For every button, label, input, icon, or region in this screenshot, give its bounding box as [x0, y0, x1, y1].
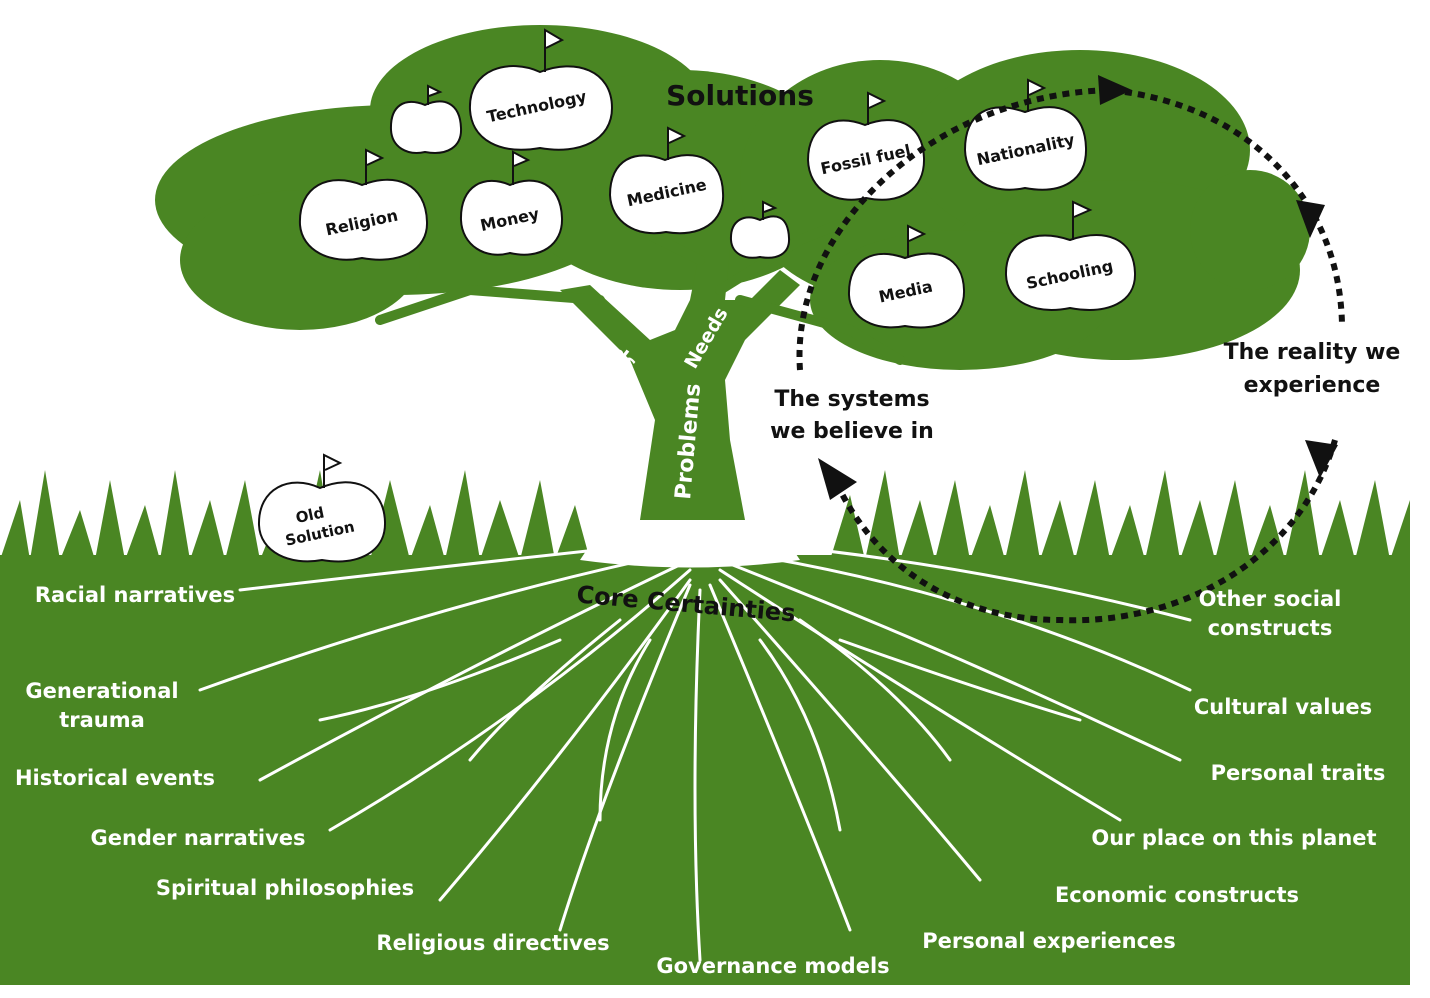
apple-religion: Religion — [298, 148, 429, 261]
stem-icon — [427, 84, 443, 105]
arrow-right-icon — [1098, 75, 1132, 105]
tree-trunk — [560, 250, 800, 520]
systems-line2: we believe in — [770, 419, 934, 444]
root-label: Personal experiences — [922, 929, 1176, 953]
root-label: Economic constructs — [1055, 883, 1299, 907]
stem-icon — [667, 126, 687, 160]
cycle-arrowheads — [818, 75, 1338, 500]
root-label: Our place on this planet — [1091, 826, 1376, 850]
root-label: trauma — [59, 708, 145, 732]
root-label: Cultural values — [1194, 695, 1372, 719]
apple-money: Money — [459, 150, 564, 256]
stem-icon — [907, 224, 927, 258]
root-label: Personal traits — [1211, 761, 1386, 785]
apple-old-solution: Old Solution — [257, 453, 387, 563]
old-solution-line1: Old — [294, 503, 326, 527]
root-label: Gender narratives — [90, 826, 305, 850]
stem-icon — [762, 200, 778, 220]
apple-empty-2 — [729, 200, 791, 259]
stem-icon — [365, 148, 385, 185]
stem-icon — [1072, 200, 1093, 240]
cycle-loop — [796, 87, 1345, 624]
apple-schooling: Schooling — [1004, 200, 1137, 311]
apple-medicine: Medicine — [608, 126, 725, 235]
apple-empty-1 — [389, 84, 463, 154]
arrow-down-icon — [1305, 440, 1338, 478]
apple-media: Media — [847, 224, 966, 329]
arrow-up-icon — [818, 458, 857, 500]
apple-fossil-fuel: Fossil fuel — [806, 91, 926, 201]
stem-icon — [1027, 78, 1047, 112]
apple-nationality: Nationality — [963, 78, 1088, 191]
stem-icon — [512, 150, 531, 185]
solutions-title: Solutions — [666, 79, 814, 112]
stem-icon — [544, 28, 565, 72]
root-label: Generational — [25, 679, 178, 703]
root-label: constructs — [1208, 616, 1333, 640]
roots — [198, 538, 1192, 962]
root-label: Other social — [1199, 587, 1342, 611]
reality-line1: The reality we — [1224, 340, 1401, 365]
ground — [0, 555, 1410, 985]
root-label: Governance models — [656, 954, 889, 978]
apple-technology: Technology — [468, 28, 614, 151]
stem-icon — [867, 91, 887, 125]
root-label: Religious directives — [376, 931, 609, 955]
root-label: Historical events — [15, 766, 215, 790]
stem-icon — [323, 453, 343, 488]
root-label: Racial narratives — [35, 583, 235, 607]
grass — [0, 470, 1410, 560]
root-label: Spiritual philosophies — [156, 876, 414, 900]
reality-line2: experience — [1244, 373, 1381, 398]
systems-line1: The systems — [774, 387, 929, 412]
arrow-down-icon — [1296, 200, 1325, 238]
root-crown — [580, 532, 800, 568]
